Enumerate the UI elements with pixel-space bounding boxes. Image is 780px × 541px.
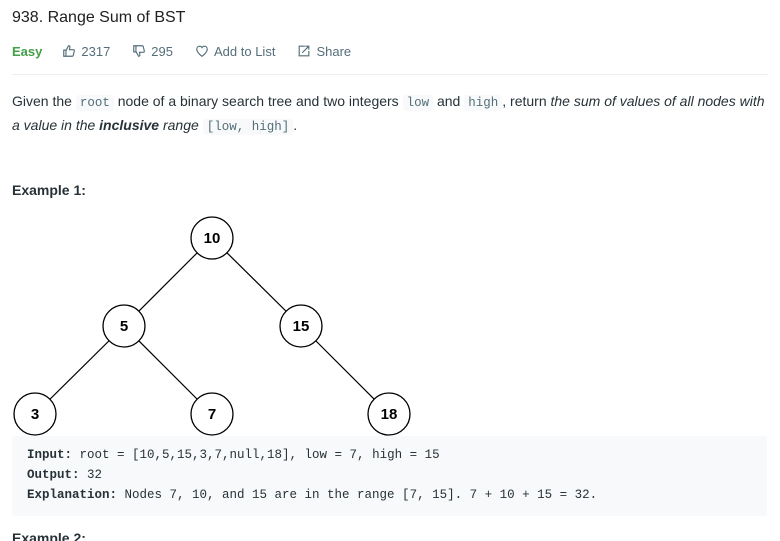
output-line: Output: 32: [27, 468, 102, 482]
description-text: Given the: [12, 93, 76, 109]
share-button[interactable]: Share: [297, 44, 351, 59]
svg-text:18: 18: [381, 406, 398, 423]
description-text: , return: [502, 93, 551, 109]
share-icon: [299, 45, 310, 57]
tree-node-15: 15: [279, 304, 323, 348]
description-strong: inclusive: [99, 117, 160, 133]
svg-text:5: 5: [120, 318, 128, 335]
code-range: [low, high]: [202, 119, 294, 135]
input-label: Input:: [27, 448, 73, 462]
example-1-title: Example 1:: [12, 182, 86, 198]
add-to-list-label: Add to List: [214, 43, 276, 59]
input-value: root = [10,5,15,3,7,null,18], low = 7, h…: [72, 448, 440, 462]
code-low: low: [402, 95, 434, 111]
dislike-count: 295: [151, 43, 173, 59]
thumbs-up-icon: [63, 45, 76, 57]
description-text: node of a binary search tree and two int…: [113, 93, 403, 109]
description-text: .: [293, 117, 298, 133]
explanation-label: Explanation:: [27, 488, 118, 502]
add-to-list-button[interactable]: Add to List: [195, 44, 275, 59]
description-text: and: [433, 93, 465, 109]
code-root: root: [75, 95, 114, 111]
example-1-code: Input: root = [10,5,15,3,7,null,18], low…: [12, 436, 767, 516]
description-emphasis: the sum of values of all nodes with a va…: [12, 93, 765, 133]
svg-text:7: 7: [208, 406, 216, 423]
share-label: Share: [316, 43, 352, 59]
tree-node-7: 7: [190, 392, 234, 436]
dislike-button[interactable]: 295: [132, 44, 173, 59]
problem-description: Given the root node of a binary search t…: [12, 90, 768, 138]
explanation-line: Explanation: Nodes 7, 10, and 15 are in …: [27, 488, 597, 502]
explanation-value: Nodes 7, 10, and 15 are in the range [7,…: [117, 488, 598, 502]
svg-text:10: 10: [204, 230, 221, 247]
difficulty-badge: Easy: [12, 43, 43, 59]
svg-text:15: 15: [293, 318, 310, 335]
problem-title: 938. Range Sum of BST: [12, 9, 186, 26]
input-line: Input: root = [10,5,15,3,7,null,18], low…: [27, 448, 440, 462]
tree-node-3: 3: [13, 392, 57, 436]
bst-diagram: 10 5 15 3 7 18: [13, 216, 411, 436]
example-2-title: Example 2:: [12, 530, 86, 541]
code-high: high: [464, 95, 503, 111]
output-value: 32: [79, 468, 103, 482]
like-count: 2317: [81, 43, 111, 59]
thumbs-down-icon: [133, 45, 146, 57]
tree-node-5: 5: [102, 304, 146, 348]
tree-node-10: 10: [190, 216, 234, 260]
svg-text:3: 3: [31, 406, 39, 423]
problem-meta-bar: Easy 2317 295 Add to List: [12, 42, 373, 60]
output-label: Output:: [27, 468, 80, 482]
divider: [12, 74, 768, 75]
like-button[interactable]: 2317: [62, 44, 110, 59]
tree-node-18: 18: [367, 392, 411, 436]
heart-icon: [196, 45, 208, 57]
description-emphasis: range: [159, 117, 203, 133]
